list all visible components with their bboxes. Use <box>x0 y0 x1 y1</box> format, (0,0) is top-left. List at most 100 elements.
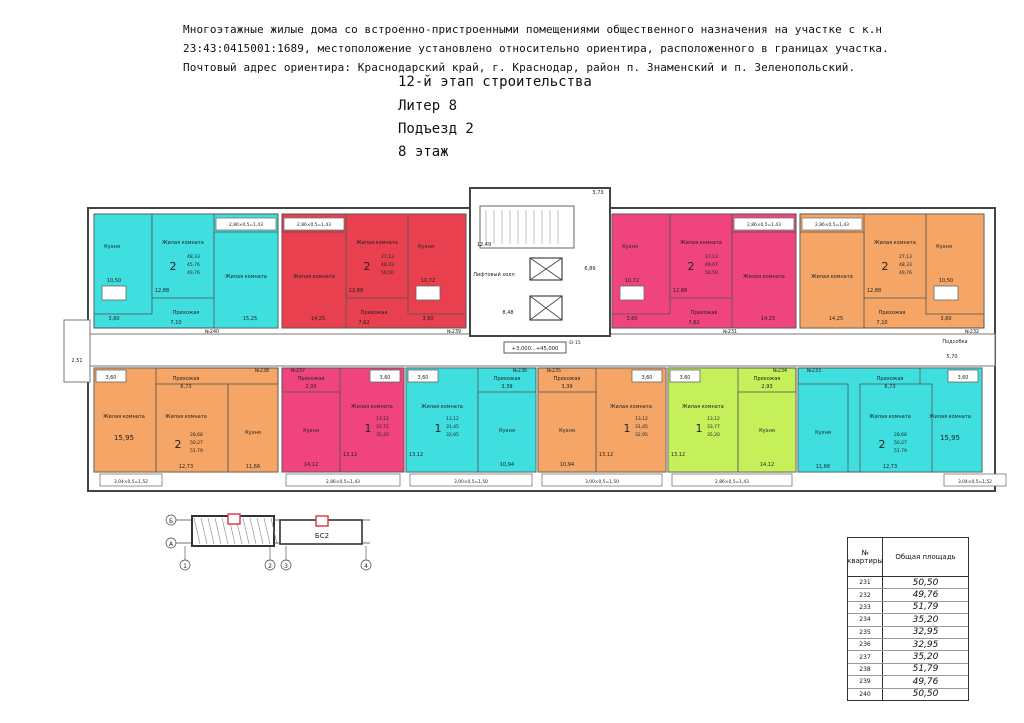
hall-label: Прихожая <box>494 376 521 382</box>
hall-label: Прихожая <box>361 310 388 316</box>
axis-circle <box>360 559 372 571</box>
living-label-2: Жилая комната <box>869 414 911 420</box>
living-room <box>151 213 215 299</box>
hall-area: 7,62 <box>358 320 369 326</box>
bathroom <box>631 369 663 383</box>
entrance-marker <box>227 513 241 525</box>
kitchen <box>227 383 279 473</box>
living-room-2 <box>281 231 347 329</box>
hatch <box>249 517 257 545</box>
area-3: 51,79 <box>190 448 203 454</box>
living-room <box>863 213 927 299</box>
room-count: 2 <box>688 260 695 273</box>
legend-area: 51,79 <box>912 664 939 675</box>
legend-col-apartment: № квартиры <box>847 538 883 576</box>
balcony <box>943 473 1007 487</box>
lift-hall-area: 8,48 <box>502 310 513 316</box>
room-count: 2 <box>364 260 371 273</box>
stair <box>479 205 575 249</box>
kitchen-area: 11,66 <box>246 464 260 470</box>
hall-area: 2,93 <box>305 384 316 390</box>
hall-area: 3,39 <box>561 384 572 390</box>
room-count: 2 <box>882 260 889 273</box>
bath-area: 3,60 <box>422 316 433 322</box>
bath-area: 3,60 <box>626 316 637 322</box>
area-2: 33,71 <box>376 424 389 430</box>
legend-apartment-no: 231 <box>848 577 883 589</box>
hall-area: 2,93 <box>761 384 772 390</box>
living-label-2: Жилая комната <box>165 414 207 420</box>
vestibule-area: 5,70 <box>946 354 957 360</box>
living-label-2: Жилая комната <box>743 274 785 280</box>
legend-area: 49,76 <box>912 676 939 687</box>
area-3: 35,20 <box>707 432 720 438</box>
lift-2-cross <box>529 295 563 321</box>
legend-apartment-no: 234 <box>848 614 883 626</box>
hall-area: 7,62 <box>688 320 699 326</box>
balcony <box>409 473 533 487</box>
legend-area: 35,20 <box>912 614 939 625</box>
hatch <box>256 517 264 545</box>
apartment-number: №239 <box>447 329 461 335</box>
living-room-2 <box>731 231 797 329</box>
area-3: 51,79 <box>894 448 907 454</box>
apartment-number: №235 <box>547 368 561 374</box>
vestibule-label: Подсобка <box>942 339 967 345</box>
lift-1-cross <box>529 257 563 281</box>
hall-area: 6,73 <box>884 384 895 390</box>
header-line-1: Многоэтажные жилые дома со встроенно-при… <box>183 23 883 36</box>
area-2: 31,45 <box>446 424 459 430</box>
axis-label: 2 <box>268 563 272 570</box>
bathroom <box>101 285 127 301</box>
area-1: 27,13 <box>899 254 912 260</box>
area-1: 13,12 <box>376 416 389 422</box>
liter-label: Литер 8 <box>398 98 458 114</box>
legend-apartment-no: 236 <box>848 638 883 651</box>
area-3: 50,50 <box>705 270 718 276</box>
axis-circle <box>264 559 276 571</box>
level-mark-box <box>503 341 567 354</box>
axis-circle <box>165 514 177 526</box>
area-1: 27,13 <box>705 254 718 260</box>
legend-apartment-no: 237 <box>848 651 883 663</box>
legend-area: 50,50 <box>912 689 939 700</box>
living-label-2: Жилая комната <box>293 274 335 280</box>
area-2: 50,27 <box>894 440 907 446</box>
top-dim: 3,73 <box>592 190 603 196</box>
header-line-2: 23:43:0415001:1689, местоположение устан… <box>183 42 889 55</box>
hall-label: Прихожая <box>173 310 200 316</box>
axis-label: Б <box>169 518 173 525</box>
bathroom <box>369 369 401 383</box>
kitchen-label: Кухня <box>245 430 261 436</box>
area-3: 32,95 <box>635 432 648 438</box>
bath-area: 3,60 <box>940 316 951 322</box>
kitchen-label: Кухня <box>759 428 775 434</box>
bathroom <box>947 369 979 383</box>
living-label: Жилая комната <box>874 240 916 246</box>
legend-apartment-no: 233 <box>848 601 883 614</box>
area-1: 13,12 <box>635 416 648 422</box>
apartment-number: №234 <box>773 368 787 374</box>
bath-area: 3,60 <box>958 375 969 381</box>
kitchen <box>477 391 537 473</box>
living-area-2: 14,25 <box>761 316 775 322</box>
hall-area: 6,73 <box>180 384 191 390</box>
kitchen-label: Кухня <box>622 244 638 250</box>
hatch <box>200 517 208 545</box>
living-room <box>339 367 405 473</box>
balcony-area: 3,00×0,5=1,50 <box>454 479 488 485</box>
balcony <box>285 473 401 487</box>
level-mark: +3,000...+45,000 <box>512 346 559 352</box>
living-label: Жилая комната <box>351 404 393 410</box>
living-area-2: 12,73 <box>179 464 193 470</box>
balcony-area: 2,86×0,5=1,43 <box>747 222 781 228</box>
kitchen-label: Кухня <box>815 430 831 436</box>
living-area: 15,95 <box>940 434 960 442</box>
kitchen-label: Кухня <box>499 428 515 434</box>
